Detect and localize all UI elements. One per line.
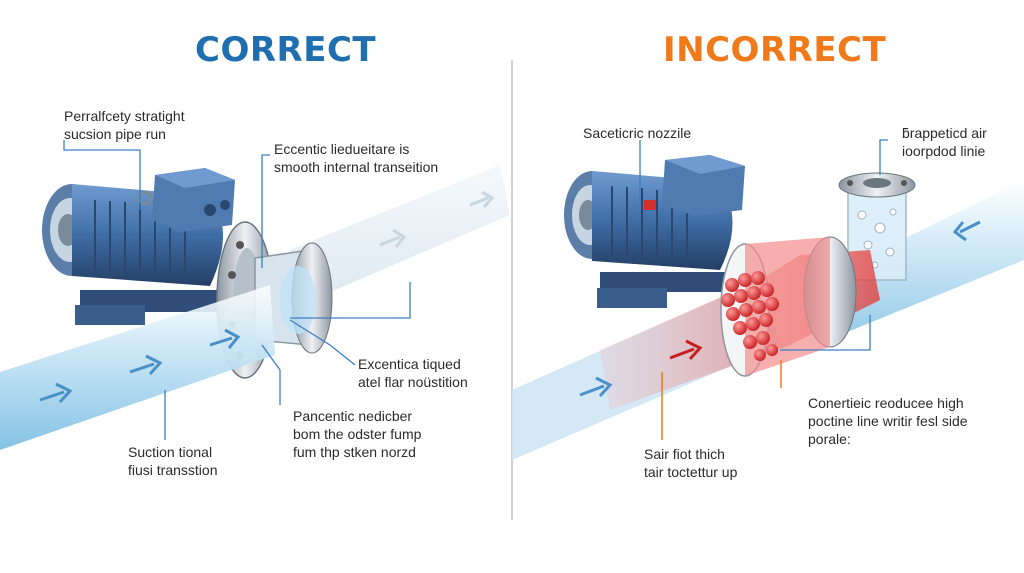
label-concentric-reducer: Conertieic reoducee high poctine line wr… [808, 395, 968, 447]
label-eccentric-reducer: Eccentic liedueitare is smooth internal … [274, 141, 439, 175]
particle-cluster [721, 271, 779, 361]
right-assembly [512, 155, 1024, 460]
label-pancentic: Pancentic nedicber bom the odster fump f… [293, 408, 422, 460]
air-bubble-icon [857, 208, 897, 269]
flow-arrow-icon [39, 382, 73, 404]
left-assembly [0, 165, 510, 450]
label-straight-run: Perralfcety stratight sucsion pipe run [64, 108, 185, 142]
flow-arrow-icon [669, 339, 703, 361]
flow-arrow-icon [209, 328, 241, 349]
left-leaders [63, 140, 411, 440]
terminal-box-icon [644, 155, 745, 216]
label-flange-transition: Excentica tiqued atel flar noüstition [358, 356, 468, 390]
flow-arrow-icon [129, 354, 163, 376]
motor-icon [564, 171, 740, 308]
flow-arrow-icon [952, 220, 981, 242]
flow-arrow-icon [579, 376, 613, 398]
flow-arrow-icon [469, 190, 495, 208]
right-leaders [639, 139, 888, 351]
label-trapped-air: ƃrappeticd air ioorpdod linie [902, 125, 987, 159]
label-suction-transition: Suction tional fiusi transstion [128, 444, 218, 478]
terminal-box-icon [137, 168, 235, 232]
label-flow-thick: Sair fiot thich tair toctettur up [644, 446, 738, 480]
orange-leaders [661, 360, 782, 440]
incorrect-title: INCORRECT [663, 30, 887, 70]
label-nozzle: Saceticric nozzile [583, 125, 692, 141]
correct-title: CORRECT [195, 30, 377, 70]
flow-arrow-icon [379, 228, 407, 248]
reducer-icon [720, 236, 857, 377]
suction-pipe [0, 285, 275, 450]
